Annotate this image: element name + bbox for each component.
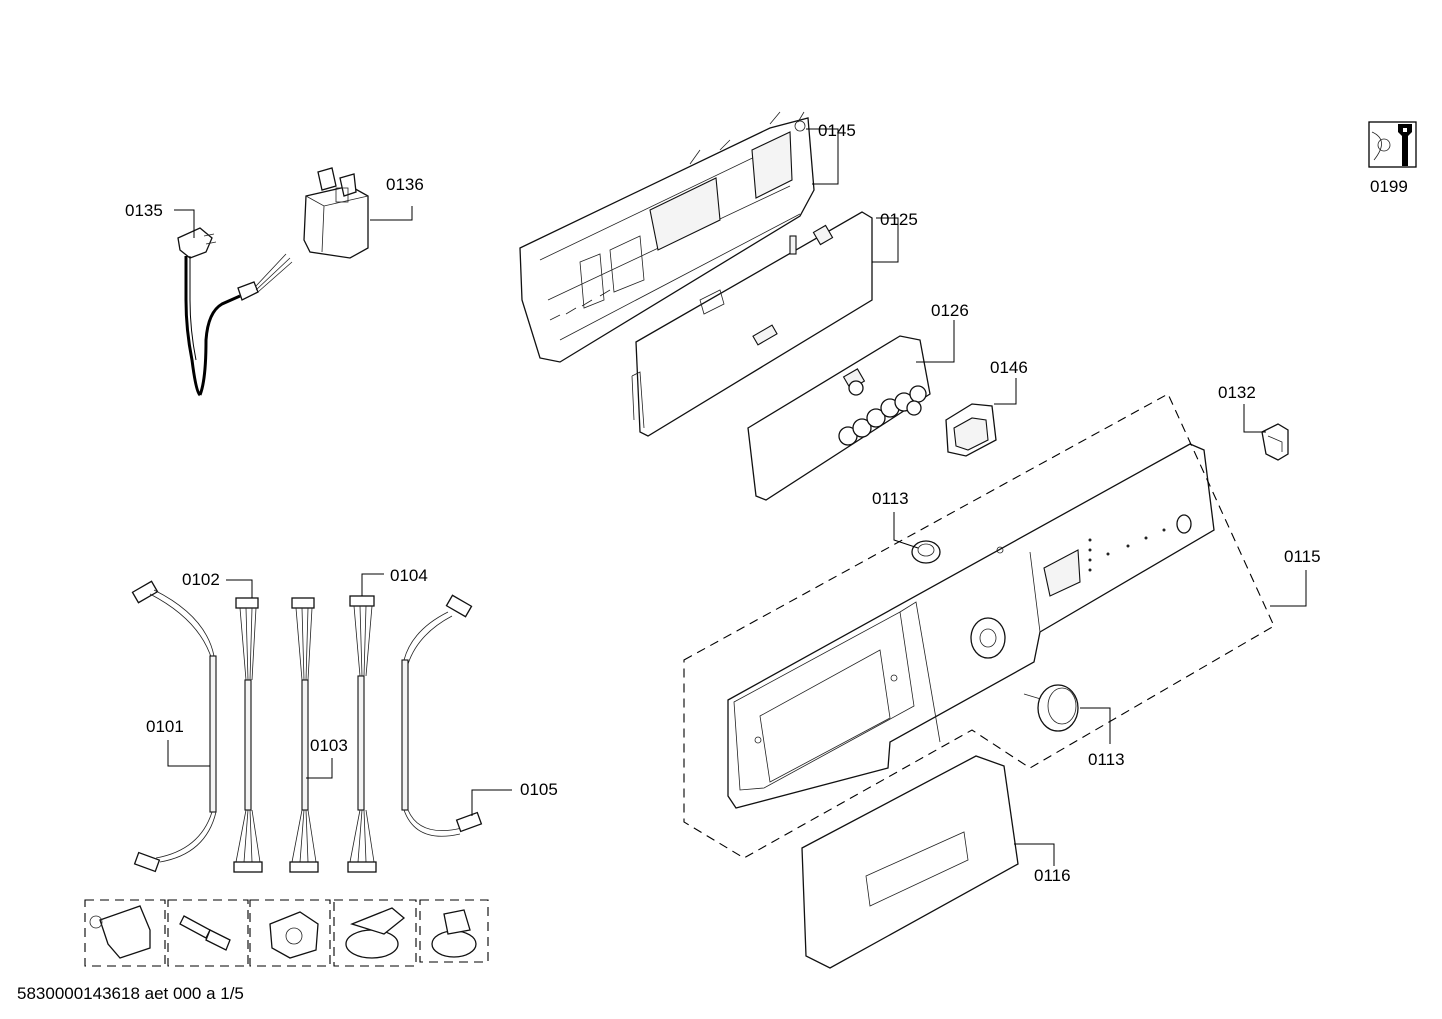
label-0125: 0125 — [880, 210, 918, 229]
latch-part[interactable] — [1261, 423, 1289, 461]
label-0136: 0136 — [386, 175, 424, 194]
program-knob-small-part[interactable] — [911, 540, 941, 564]
small-parts-row — [84, 899, 489, 967]
rotary-switch-cluster — [838, 380, 927, 446]
label-0146: 0146 — [990, 358, 1028, 377]
label-0132: 0132 — [1218, 383, 1256, 402]
cable-harness-0102-part[interactable] — [233, 597, 263, 873]
assembly-outline-dashed — [683, 393, 1275, 859]
label-0102: 0102 — [182, 570, 220, 589]
pump-part-box[interactable] — [419, 899, 489, 963]
label-0113-small: 0113 — [872, 489, 909, 508]
motor-part-box[interactable] — [249, 899, 331, 967]
cable-harness-0101-part[interactable] — [131, 580, 217, 873]
label-0145: 0145 — [818, 121, 856, 140]
label-0126: 0126 — [931, 301, 969, 320]
label-0101: 0101 — [146, 717, 184, 736]
cable-harness-0103-part[interactable] — [289, 597, 319, 873]
cable-harness-0105-part[interactable] — [401, 594, 483, 837]
label-0116: 0116 — [1034, 866, 1071, 885]
display-window-part[interactable] — [945, 403, 997, 457]
control-circuit-board-part[interactable] — [747, 335, 931, 501]
label-0104: 0104 — [390, 566, 428, 585]
label-0135: 0135 — [125, 201, 163, 220]
cable-harness-0104-part[interactable] — [347, 595, 377, 873]
sensor-part-box[interactable] — [167, 899, 249, 967]
main-circuit-board-part[interactable] — [631, 211, 873, 437]
service-wrench-icon — [1368, 121, 1417, 168]
valve-part-box[interactable] — [84, 899, 166, 967]
power-cord-part[interactable] — [177, 227, 293, 397]
label-0115: 0115 — [1284, 547, 1321, 566]
program-knob-large-part[interactable] — [1023, 684, 1079, 732]
label-0113-large: 0113 — [1088, 750, 1125, 769]
dispenser-drawer-handle-part[interactable] — [801, 755, 1019, 969]
pressure-switch-part-box[interactable] — [333, 899, 417, 967]
leader-lines — [167, 128, 1307, 866]
label-0105: 0105 — [520, 780, 558, 799]
label-0199: 0199 — [1370, 177, 1408, 196]
document-id-footer: 5830000143618 aet 000 a 1/5 — [17, 984, 244, 1003]
electronics-housing-part[interactable] — [519, 111, 815, 363]
indicator-leds — [1088, 528, 1166, 572]
label-0103: 0103 — [310, 736, 348, 755]
interference-filter-part[interactable] — [303, 167, 369, 259]
control-panel-fascia-part[interactable] — [727, 443, 1215, 809]
